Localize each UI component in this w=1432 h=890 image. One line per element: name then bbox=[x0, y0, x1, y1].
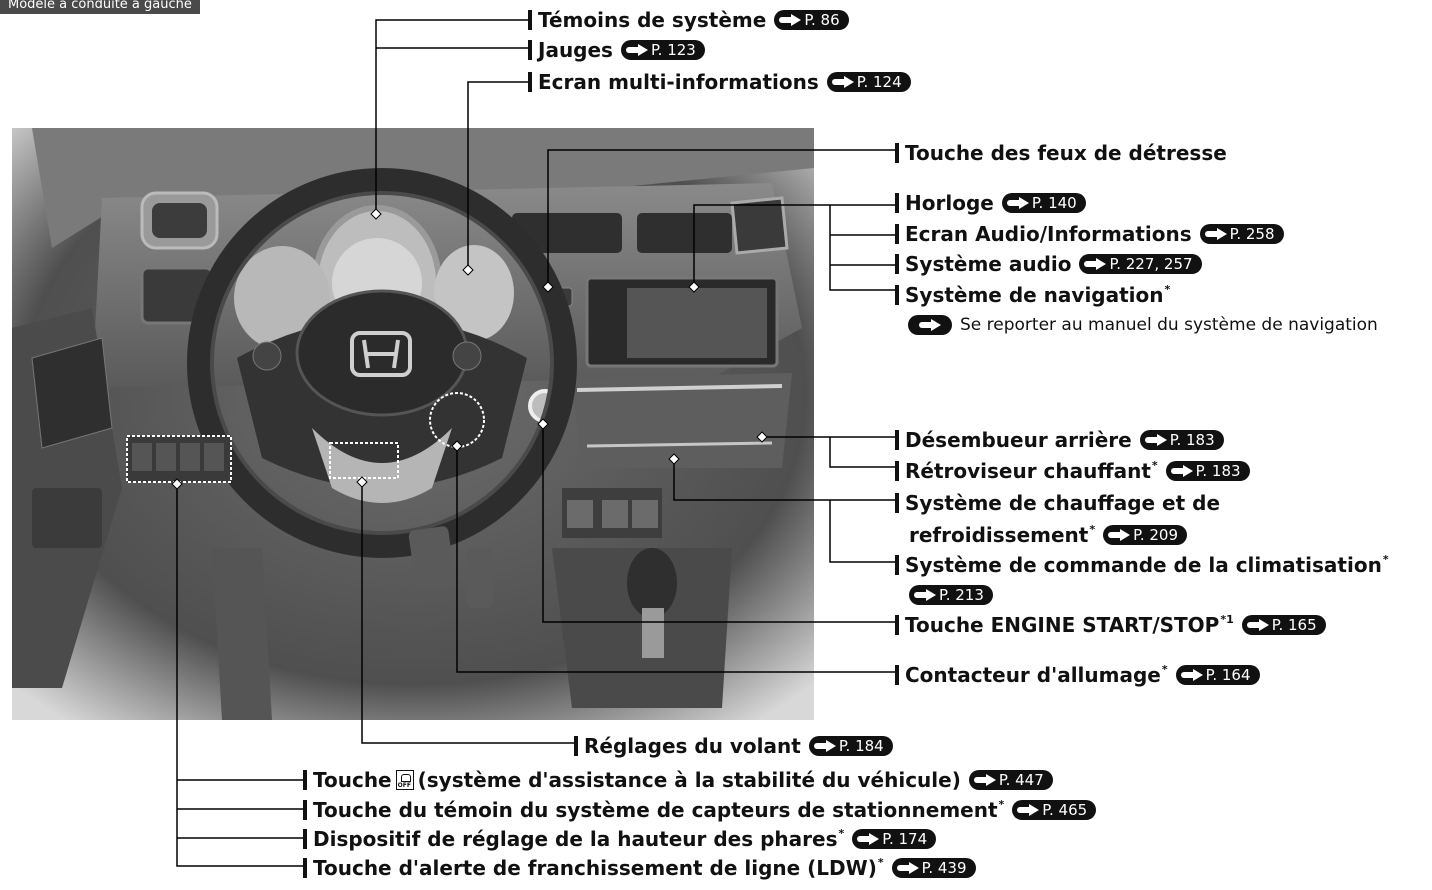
label-navigation: Système de navigation* bbox=[895, 283, 1170, 307]
label-climatisation-ref: P. 213 bbox=[901, 585, 993, 605]
label-capteurs: Touche du témoin du système de capteurs … bbox=[303, 798, 1096, 822]
page-reference-arrow-icon bbox=[779, 14, 801, 26]
page-ref[interactable]: P. 124 bbox=[827, 72, 911, 92]
label-horloge: Horloge P. 140 bbox=[895, 191, 1086, 215]
page-reference-arrow-icon bbox=[626, 44, 648, 56]
page-ref[interactable]: P. 439 bbox=[892, 858, 976, 878]
label-volant: Réglages du volant P. 184 bbox=[574, 734, 893, 758]
dashboard-photo bbox=[12, 128, 814, 720]
page-reference-arrow-icon bbox=[1247, 619, 1269, 631]
page-reference-arrow-icon bbox=[832, 76, 854, 88]
page-reference-arrow-icon bbox=[857, 833, 879, 845]
label-jauges: Jauges P. 123 bbox=[528, 38, 705, 62]
label-contacteur: Contacteur d'allumage* P. 164 bbox=[895, 663, 1260, 687]
label-retroviseur: Rétroviseur chauffant* P. 183 bbox=[895, 459, 1250, 483]
model-tag: Modèle à conduite à gauche bbox=[0, 0, 200, 14]
label-text: Témoins de système bbox=[538, 8, 766, 32]
page-reference-arrow-icon bbox=[897, 862, 919, 874]
page-reference-arrow-icon bbox=[1084, 258, 1106, 270]
page-ref[interactable]: P. 174 bbox=[852, 829, 936, 849]
label-detresse: Touche des feux de détresse bbox=[895, 141, 1227, 165]
page-ref[interactable]: P. 184 bbox=[809, 736, 893, 756]
page-reference-arrow-icon bbox=[1205, 228, 1227, 240]
vsa-off-icon bbox=[396, 770, 414, 790]
label-phares: Dispositif de réglage de la hauteur des … bbox=[303, 827, 936, 851]
page-ref[interactable]: P. 183 bbox=[1166, 461, 1250, 481]
label-ecran-audio: Ecran Audio/Informations P. 258 bbox=[895, 222, 1284, 246]
page-ref[interactable]: P. 465 bbox=[1012, 800, 1096, 820]
label-temoins: Témoins de système P. 86 bbox=[528, 8, 849, 32]
page-reference-arrow-icon bbox=[1171, 465, 1193, 477]
navigation-note: Se reporter au manuel du système de navi… bbox=[908, 315, 1378, 335]
page-reference-arrow-icon bbox=[974, 774, 996, 786]
page-reference-arrow-icon bbox=[814, 740, 836, 752]
label-desembueur: Désembueur arrière P. 183 bbox=[895, 428, 1224, 452]
label-engine-start: Touche ENGINE START/STOP*1 P. 165 bbox=[895, 613, 1326, 637]
page-reference-arrow-icon bbox=[1007, 197, 1029, 209]
page-ref[interactable]: P. 213 bbox=[909, 585, 993, 605]
page-reference-arrow-icon bbox=[1108, 529, 1130, 541]
page-reference-arrow-icon bbox=[908, 315, 952, 335]
label-chauffage-line2: refroidissement* P. 209 bbox=[909, 523, 1187, 547]
page-ref[interactable]: P. 183 bbox=[1140, 430, 1224, 450]
label-climatisation: Système de commande de la climatisation* bbox=[895, 553, 1389, 577]
label-systeme-audio: Système audio P. 227, 257 bbox=[895, 252, 1202, 276]
label-vsa: Touche (système d'assistance à la stabil… bbox=[303, 768, 1053, 792]
page-ref[interactable]: P. 140 bbox=[1002, 193, 1086, 213]
page-reference-arrow-icon bbox=[1145, 434, 1167, 446]
page-ref[interactable]: P. 86 bbox=[774, 10, 848, 30]
page-ref[interactable]: P. 447 bbox=[969, 770, 1053, 790]
label-ldw: Touche d'alerte de franchissement de lig… bbox=[303, 856, 976, 880]
page-ref[interactable]: P. 227, 257 bbox=[1079, 254, 1201, 274]
page-ref[interactable]: P. 165 bbox=[1242, 615, 1326, 635]
page-ref[interactable]: P. 123 bbox=[621, 40, 705, 60]
page-reference-arrow-icon bbox=[1017, 804, 1039, 816]
page-ref[interactable]: P. 209 bbox=[1103, 525, 1187, 545]
page-ref[interactable]: P. 258 bbox=[1200, 224, 1284, 244]
page-reference-arrow-icon bbox=[914, 589, 936, 601]
label-chauffage: Système de chauffage et de bbox=[895, 491, 1220, 515]
label-ecran-multi: Ecran multi-informations P. 124 bbox=[528, 70, 911, 94]
page-reference-arrow-icon bbox=[1181, 669, 1203, 681]
page-ref[interactable]: P. 164 bbox=[1176, 665, 1260, 685]
